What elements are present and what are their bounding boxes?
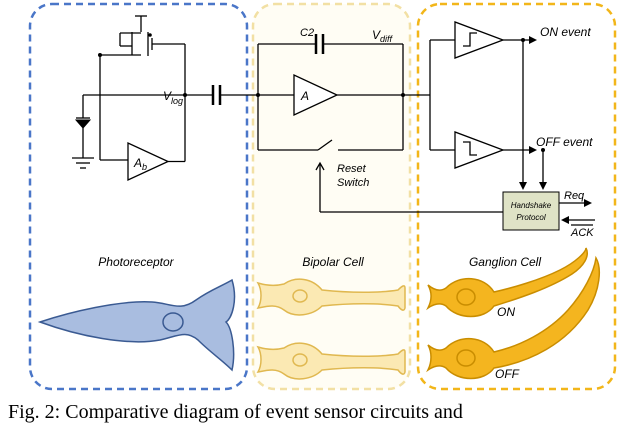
handshake-protocol-block	[502, 191, 560, 231]
on-comparator	[454, 21, 505, 59]
off-cell-label: OFF	[495, 367, 520, 381]
ack-label: ACK	[570, 227, 594, 239]
ganglion-cell-on	[426, 247, 588, 318]
amplifier-a	[293, 73, 339, 117]
off-event-label: OFF event	[536, 135, 593, 149]
bipolar-cell-top	[256, 278, 406, 316]
figure-caption: Fig. 2: Comparative diagram of event sen…	[8, 401, 463, 423]
bipolar-section-box	[251, 2, 412, 391]
switch-label: Switch	[337, 177, 369, 189]
photoreceptor-cell	[37, 278, 236, 372]
bipolar-cell-bottom	[256, 342, 406, 380]
on-event-label: ON event	[540, 25, 591, 39]
reset-label: Reset	[337, 163, 367, 175]
ganglion-section-box	[416, 2, 617, 391]
vdiff-label: Vdiff	[372, 28, 394, 44]
a-label: A	[300, 89, 309, 103]
ganglion-cell-off	[426, 255, 601, 380]
vlog-label: Vlog	[163, 89, 183, 106]
photoreceptor-label: Photoreceptor	[98, 255, 174, 269]
photoreceptor-section-box	[28, 2, 249, 391]
photoreceptor-circuit: Vlog Ab	[72, 15, 258, 182]
protocol-label: Protocol	[516, 213, 546, 222]
ganglion-circuit: ON event OFF event Handshake Protocol Re…	[320, 21, 595, 239]
on-cell-label: ON	[497, 305, 515, 319]
bipolar-label: Bipolar Cell	[302, 255, 364, 269]
ganglion-label: Ganglion Cell	[469, 255, 541, 269]
bipolar-circuit: A C2 Vdiff Reset Switch	[256, 27, 405, 212]
req-label: Req	[564, 190, 585, 202]
amplifier-ab	[127, 141, 170, 182]
off-comparator	[454, 131, 505, 169]
handshake-label: Handshake	[511, 201, 552, 210]
c2-label: C2	[300, 27, 314, 39]
ab-label: Ab	[133, 156, 147, 172]
